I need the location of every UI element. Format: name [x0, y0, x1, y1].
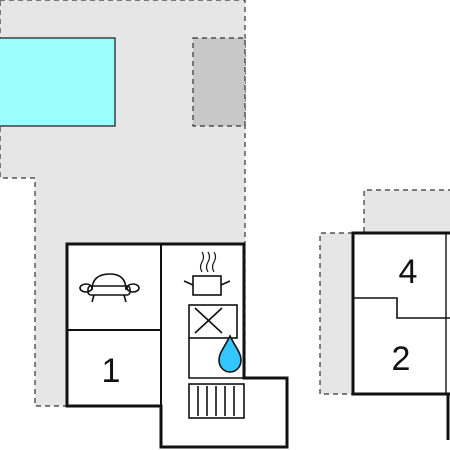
room-number-2: 2: [392, 340, 411, 378]
interior-wall: [353, 297, 450, 319]
hob-icon: [188, 304, 238, 339]
right-terrace-left: [319, 232, 353, 395]
cooking-pot-icon: [183, 251, 231, 296]
water-drop-icon: [218, 334, 242, 373]
sofa-icon: [79, 273, 140, 303]
left-building: [65, 242, 289, 449]
room-number-4: 4: [399, 253, 418, 291]
swimming-pool: [0, 37, 116, 127]
right-terrace-top: [363, 189, 450, 232]
room-number-1: 1: [102, 352, 121, 390]
kitchen-counter: [188, 338, 244, 379]
outbuilding: [192, 37, 246, 127]
right-building: [351, 231, 450, 396]
radiator-icon: [188, 383, 245, 419]
